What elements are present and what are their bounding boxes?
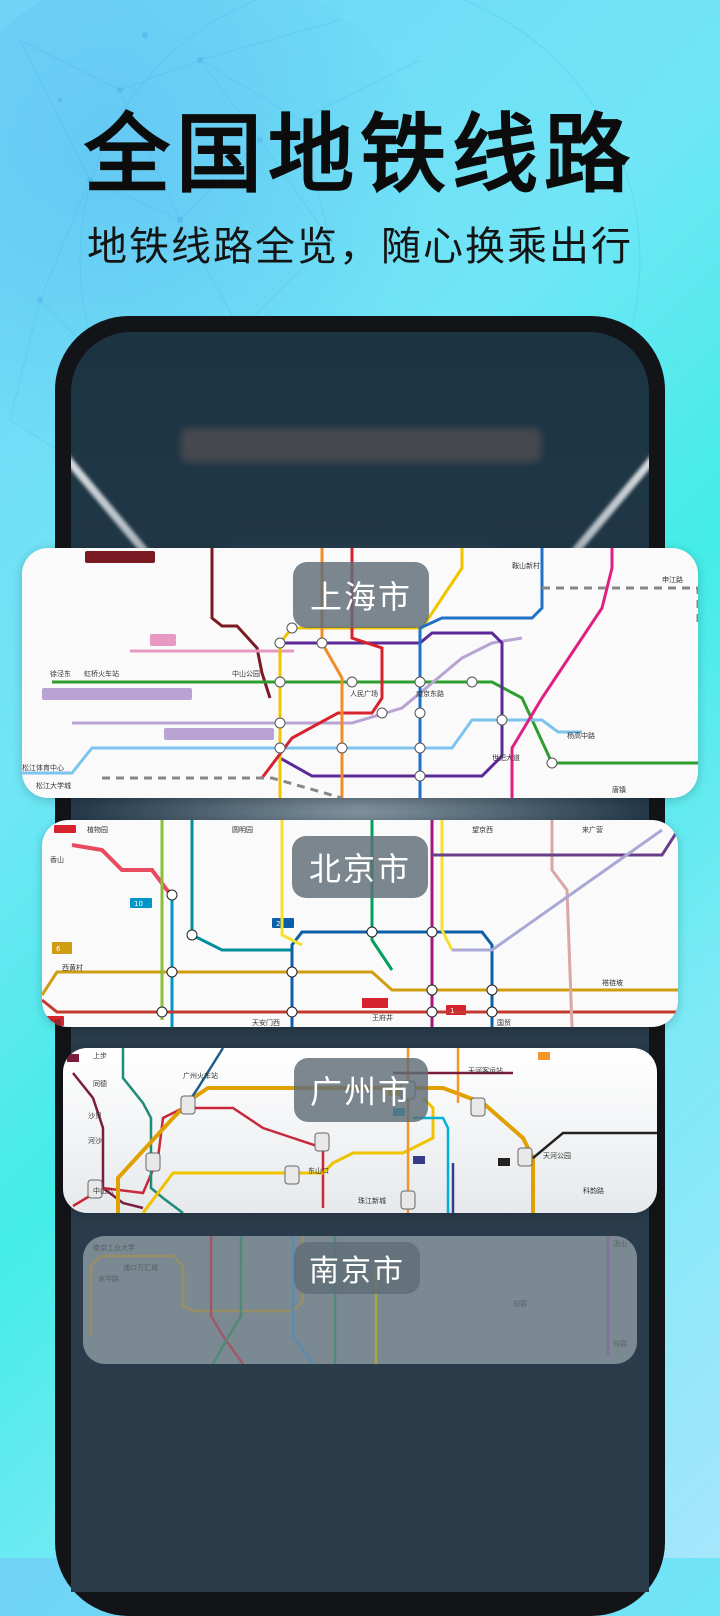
svg-text:同德: 同德 <box>93 1079 107 1088</box>
svg-text:科韵路: 科韵路 <box>583 1186 604 1195</box>
svg-text:徐泾东: 徐泾东 <box>50 669 71 678</box>
svg-text:望京西: 望京西 <box>472 825 493 834</box>
page-title: 全国地铁线路 <box>84 105 636 205</box>
svg-text:来广营: 来广营 <box>582 825 603 834</box>
city-label-beijing: 北京市 <box>292 836 428 898</box>
svg-text:松江体育中心: 松江体育中心 <box>22 763 64 772</box>
svg-text:西黄村: 西黄村 <box>62 963 83 972</box>
svg-text:句容: 句容 <box>613 1339 627 1348</box>
city-label-shanghai: 上海市 <box>293 562 429 628</box>
svg-text:2: 2 <box>276 920 280 928</box>
svg-text:香山: 香山 <box>50 855 64 864</box>
svg-text:6: 6 <box>56 945 61 953</box>
city-card-beijing[interactable]: 10 2 6 1 1 植物园香山西黄村古城 圆明园 望京西 来广营褡裢坡 王府井国贸 天安门西… <box>42 820 678 1027</box>
svg-text:松江大学城: 松江大学城 <box>36 781 71 790</box>
svg-text:龙华路: 龙华路 <box>98 1274 119 1283</box>
city-card-nanjing[interactable]: 南京工业大学浦口万汇城龙华路 句容 汤山句容 南京市 <box>83 1236 637 1364</box>
svg-text:天河客运站: 天河客运站 <box>468 1066 503 1075</box>
svg-text:天河公园: 天河公园 <box>543 1152 571 1160</box>
svg-text:上步: 上步 <box>93 1051 107 1060</box>
svg-text:中山公园: 中山公园 <box>232 669 260 678</box>
svg-text:杨高中路: 杨高中路 <box>567 731 595 740</box>
svg-text:10: 10 <box>134 900 143 908</box>
city-card-shanghai[interactable]: 徐泾东虹桥火车站中山公园 南京东路人民广场世纪大道 唐镇松江大学城松江体育中心 … <box>22 548 698 798</box>
svg-text:南京东路: 南京东路 <box>416 689 444 698</box>
svg-text:国贸: 国贸 <box>497 1018 511 1027</box>
svg-text:东山口: 东山口 <box>308 1166 329 1175</box>
city-card-guangzhou[interactable]: 上步同德沙贝河沙 中山八 广州火车站东山口珠江新城 天河客运站天河公园科韵路 广州… <box>63 1048 657 1213</box>
svg-text:珠江新城: 珠江新城 <box>358 1196 386 1205</box>
svg-text:广州火车站: 广州火车站 <box>183 1071 218 1080</box>
svg-text:沙贝: 沙贝 <box>88 1112 102 1120</box>
svg-text:圆明园: 圆明园 <box>232 826 253 834</box>
svg-text:唐镇: 唐镇 <box>612 785 626 794</box>
svg-text:王府井: 王府井 <box>372 1013 393 1022</box>
svg-text:世纪大道: 世纪大道 <box>492 753 520 762</box>
svg-text:南京工业大学: 南京工业大学 <box>93 1243 135 1252</box>
svg-text:句容: 句容 <box>513 1299 527 1308</box>
svg-text:鞍山新村: 鞍山新村 <box>512 561 540 570</box>
svg-text:中山八: 中山八 <box>93 1186 114 1195</box>
city-label-guangzhou: 广州市 <box>294 1058 428 1122</box>
svg-text:人民广场: 人民广场 <box>350 689 378 698</box>
svg-text:1: 1 <box>47 1018 51 1026</box>
svg-text:申江路: 申江路 <box>662 575 683 584</box>
city-label-nanjing: 南京市 <box>294 1242 420 1294</box>
svg-text:古城: 古城 <box>47 1018 61 1027</box>
svg-text:河沙: 河沙 <box>88 1137 102 1145</box>
svg-text:浦口万汇城: 浦口万汇城 <box>123 1263 158 1272</box>
svg-text:褡裢坡: 褡裢坡 <box>602 978 623 987</box>
svg-text:1: 1 <box>450 1007 454 1015</box>
svg-text:天安门西: 天安门西 <box>252 1018 280 1027</box>
svg-text:汤山: 汤山 <box>613 1239 627 1248</box>
svg-text:植物园: 植物园 <box>87 825 108 834</box>
page-subtitle: 地铁线路全览，随心换乘出行 <box>87 224 633 270</box>
svg-text:虹桥火车站: 虹桥火车站 <box>84 669 119 678</box>
